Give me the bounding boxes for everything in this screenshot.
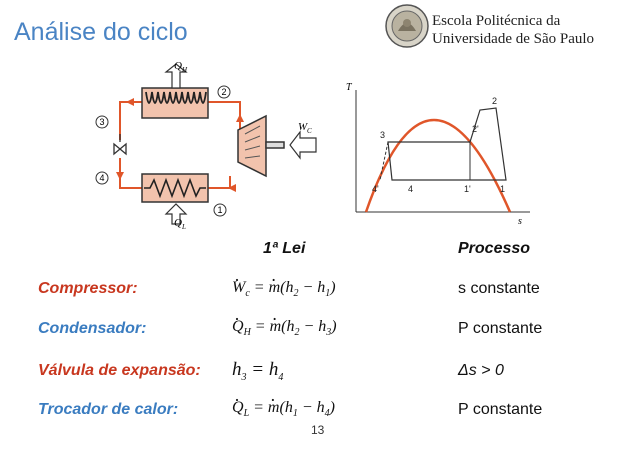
- ts-point-3: 3: [380, 130, 385, 140]
- ts-point-1: 1: [500, 184, 505, 194]
- column-header-law: 1ª Lei: [263, 240, 306, 257]
- ts-point-1p: 1': [464, 184, 471, 194]
- compressor: [237, 114, 285, 178]
- flow-arrows: [116, 98, 244, 192]
- evaporator: [141, 173, 209, 203]
- state-3: 3: [99, 117, 104, 127]
- heat-in-label: Q: [174, 60, 182, 72]
- equation-compressor: Wc = m(h2 − h1): [232, 279, 336, 299]
- state-2: 2: [221, 87, 226, 97]
- process-valve: Δs > 0: [458, 362, 504, 379]
- heat-in-sub: H: [181, 66, 188, 74]
- refrigeration-cycle-diagram: Q H Q L W C 1 2 3 4 T s 2 2' 3 4 4' 1' 1: [95, 60, 530, 230]
- institution-line-1: Escola Politécnica da: [432, 13, 561, 29]
- expansion-valve: [113, 134, 127, 156]
- row-label-heat-exchanger: Trocador de calor:: [38, 401, 179, 418]
- university-seal-icon: [385, 4, 429, 48]
- state-4: 4: [99, 173, 104, 183]
- equation-condenser: QH = m(h2 − h3): [232, 318, 337, 338]
- row-label-compressor: Compressor:: [38, 280, 138, 297]
- saturation-dome: [364, 118, 512, 213]
- ts-point-4p: 4': [372, 184, 379, 194]
- condenser: [141, 87, 209, 119]
- institution-line-2: Universidade de São Paulo: [432, 31, 595, 47]
- heat-out-label: Q: [174, 217, 182, 229]
- ts-point-4: 4: [408, 184, 413, 194]
- work-label: W: [298, 121, 308, 133]
- process-heat-exchanger: P constante: [458, 401, 543, 418]
- process-condenser: P constante: [458, 320, 543, 337]
- ts-chart: T s 2 2' 3 4 4' 1' 1: [346, 82, 530, 227]
- work-sub: C: [307, 127, 312, 135]
- state-1: 1: [217, 205, 222, 215]
- energy-arrows: [164, 63, 317, 225]
- column-header-process: Processo: [458, 240, 531, 257]
- ts-x-axis-label: s: [518, 216, 522, 227]
- ts-y-axis-label: T: [346, 82, 353, 93]
- ts-point-2: 2: [492, 96, 497, 106]
- heat-out-sub: L: [181, 223, 186, 230]
- equation-heat-exchanger: QL = m(h1 − h4): [232, 399, 335, 419]
- ts-point-2p: 2': [472, 124, 479, 134]
- process-compressor: s constante: [458, 280, 540, 297]
- state-markers: 1 2 3 4: [95, 85, 231, 217]
- row-label-valve: Válvula de expansão:: [38, 362, 201, 379]
- slide-title: Análise do ciclo: [14, 18, 188, 46]
- equation-valve: h3 = h4: [232, 359, 284, 383]
- row-label-condenser: Condensador:: [38, 320, 147, 337]
- page-number: 13: [311, 423, 325, 437]
